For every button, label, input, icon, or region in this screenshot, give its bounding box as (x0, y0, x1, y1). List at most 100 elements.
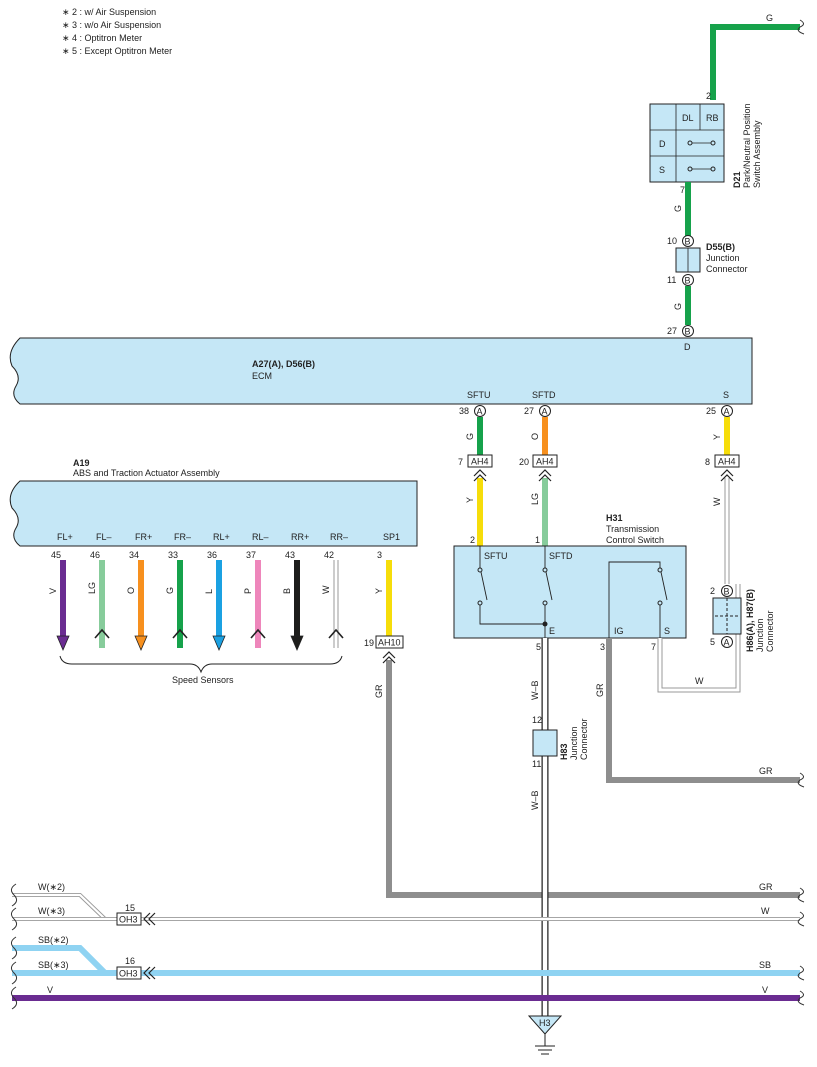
wire-color-label: V (48, 588, 58, 594)
h31-terminal-e: E (549, 626, 555, 636)
wire-break-top-right (797, 19, 805, 35)
h83-junction-connector (532, 729, 558, 757)
wire-color-label: W (695, 676, 704, 686)
connector-letter: B (685, 237, 691, 247)
a19-terminal-label: RR– (330, 532, 348, 542)
pin-number: 45 (51, 550, 61, 560)
a19-terminal-label: FL– (96, 532, 112, 542)
connector-circle (474, 405, 486, 417)
a19-terminal-label: FR+ (135, 532, 152, 542)
pin-number: 37 (246, 550, 256, 560)
wire-color-label: G (673, 303, 683, 310)
pin-number: 5 (536, 642, 541, 652)
a19-terminal-label: FR– (174, 532, 191, 542)
pin-number: 7 (651, 642, 656, 652)
d55-code: D55(B) (706, 242, 735, 252)
speed-sensors-label: Speed Sensors (172, 675, 234, 685)
svg-text:AH4: AH4 (536, 457, 554, 467)
d21-d-label: D (659, 139, 666, 149)
wire-break (797, 772, 805, 788)
wire-color-label: W–B (530, 790, 540, 810)
connector-circle (682, 325, 694, 337)
wire-color-label: W (712, 497, 722, 506)
pin-number: 10 (667, 236, 677, 246)
wire-color-label: LG (87, 582, 97, 594)
ah4-connector: AH4 AH4 AH4 (467, 454, 740, 468)
wire-w3-label: W(∗3) (38, 906, 65, 916)
pin-number: 42 (324, 550, 334, 560)
wire-color-label: P (243, 588, 253, 594)
pin-number: 2 (710, 586, 715, 596)
wire-color-label: G (766, 13, 773, 23)
a19-terminal-label: RL+ (213, 532, 230, 542)
ecm-name: ECM (252, 371, 272, 381)
pin-number: 34 (129, 550, 139, 560)
pin-number: 1 (535, 535, 540, 545)
pin-number: 20 (519, 457, 529, 467)
d55-junction-connector: B B (675, 235, 701, 286)
svg-text:AH4: AH4 (718, 457, 736, 467)
h86-junction-connector: B A (712, 585, 742, 648)
a19-terminal-label: FL+ (57, 532, 73, 542)
h86-code: H86(A), H87(B) (745, 589, 755, 652)
d21-switch-assembly: DL RB D S (649, 103, 725, 183)
note-item: ∗ 3 : w/o Air Suspension (62, 20, 162, 30)
pin-number: 8 (705, 457, 710, 467)
h31-switch-box (453, 545, 687, 639)
a19-terminal-label: RR+ (291, 532, 309, 542)
ecm-terminal-sftu: SFTU (467, 390, 491, 400)
oh3-connector: OH3 OH3 (116, 912, 156, 980)
wire-w2-label: W(∗2) (38, 882, 65, 892)
ecm-code: A27(A), D56(B) (252, 359, 315, 369)
right-wire-breaks (797, 911, 805, 1006)
pin-number: 25 (706, 406, 716, 416)
d21-name-line1: Park/Neutral Position (742, 103, 752, 188)
notes-legend: ∗ 2 : w/ Air Suspension ∗ 3 : w/o Air Su… (62, 6, 172, 58)
arrow-up-icon (172, 628, 188, 639)
wire-color-label: GR (759, 766, 773, 776)
ah10-connector: AH10 (375, 635, 404, 649)
wire-sb2-label: SB(∗2) (38, 935, 69, 945)
connector-circle (539, 405, 551, 417)
pin-number: 2 (470, 535, 475, 545)
arrow-down-icon (134, 635, 148, 652)
a19-box (9, 480, 418, 547)
wire-color-label: G (165, 587, 175, 594)
connector-letter: B (685, 276, 691, 286)
svg-text:AH10: AH10 (378, 638, 401, 648)
ground-symbol (527, 1015, 563, 1055)
pin-number: 19 (364, 638, 374, 648)
wire-color-label: GR (759, 882, 773, 892)
arrow-down-icon (212, 635, 226, 652)
h31-terminal-sftd: SFTD (549, 551, 573, 561)
h83-code: H83 (559, 743, 569, 760)
pin-number: 15 (125, 903, 135, 913)
h83-name-line2: Connector (579, 718, 589, 760)
pin-number: 7 (458, 457, 463, 467)
pin-number: 27 (524, 406, 534, 416)
svg-text:B: B (724, 587, 730, 597)
wire-color-label: LG (530, 493, 540, 505)
connector-letter: A (477, 407, 483, 417)
pin-number: 46 (90, 550, 100, 560)
h31-name-line1: Transmission (606, 524, 659, 534)
h31-name-line2: Control Switch (606, 535, 664, 545)
wire-color-label: W (761, 906, 770, 916)
ecm-terminal-sftd: SFTD (532, 390, 556, 400)
h31-code: H31 (606, 513, 623, 523)
connector-chevron (382, 651, 396, 664)
speed-sensors-brace (59, 655, 343, 674)
wire-color-label: G (465, 433, 475, 440)
svg-text:OH3: OH3 (119, 969, 138, 979)
connector-letter: A (542, 407, 548, 417)
wire-color-label: W (321, 585, 331, 594)
wire-color-label: Y (374, 588, 384, 594)
h31-terminal-ig: IG (614, 626, 624, 636)
svg-text:AH4: AH4 (471, 457, 489, 467)
d55-name-line1: Junction (706, 253, 740, 263)
wire-sb3-label: SB(∗3) (38, 960, 69, 970)
left-wire-breaks (10, 883, 18, 1010)
wire-gr-sp1-bus (386, 660, 800, 898)
a19-code: A19 (73, 458, 90, 468)
h86-name-line2: Connector (765, 610, 775, 652)
